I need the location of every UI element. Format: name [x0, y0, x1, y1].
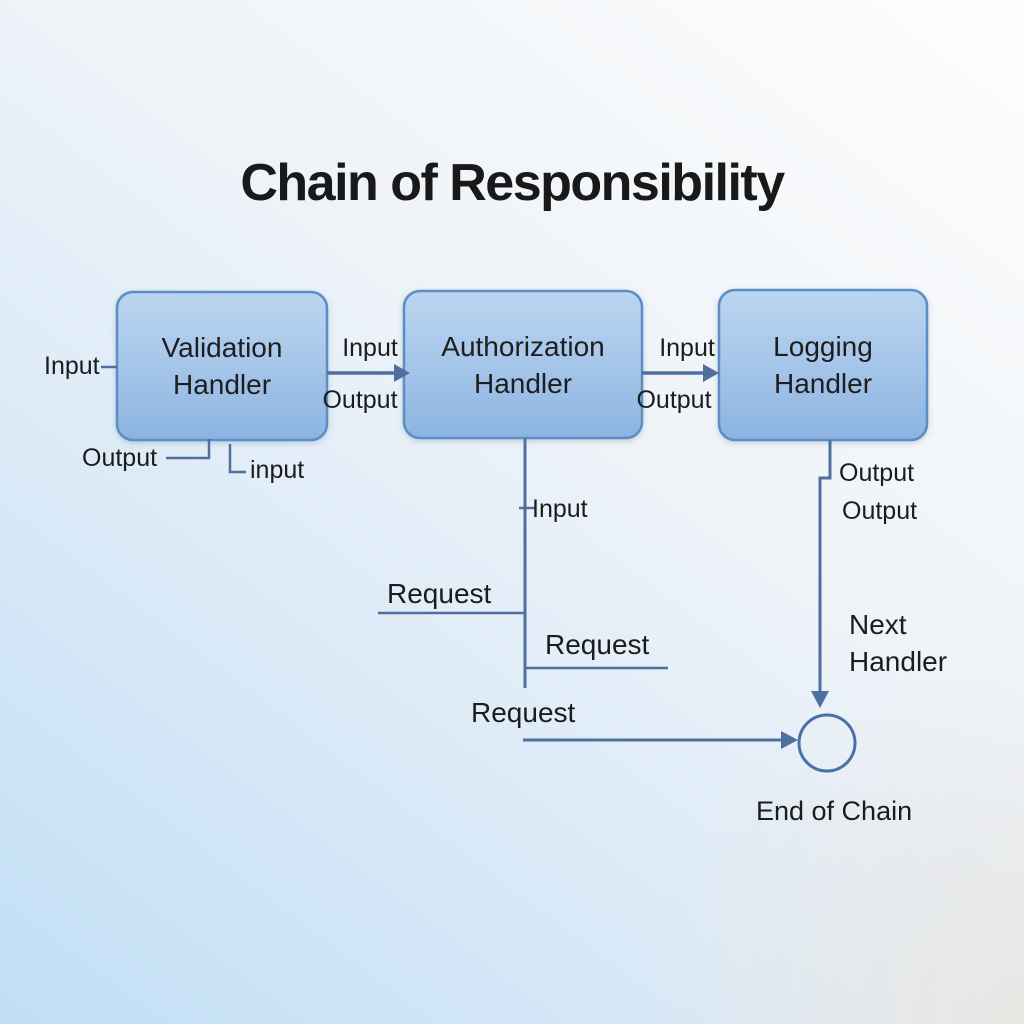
next-handler-line2: Handler — [849, 646, 948, 677]
request-left-label: Request — [387, 578, 492, 609]
end-of-chain-terminator — [797, 713, 857, 773]
left-input-label: Input — [44, 352, 100, 380]
page-title: Chain of Responsibility — [240, 154, 785, 212]
authorization-line-input-label: Input — [532, 495, 588, 523]
validation-below-input-label: input — [250, 456, 305, 484]
validation-handler-label: Validation Handler — [117, 292, 327, 440]
arrow-validation-to-authorization — [327, 364, 410, 382]
arrow-logging-to-end — [811, 440, 832, 708]
validation-handler-line1: Validation — [161, 332, 283, 363]
arrowhead-right-icon — [394, 364, 410, 382]
request-middle-label: Request — [545, 629, 650, 660]
next-handler-label: Next Handler — [849, 606, 947, 680]
arrow2-input-label: Input — [659, 334, 715, 362]
request-bottom-label: Request — [471, 697, 576, 728]
authorization-handler-line1: Authorization — [441, 330, 605, 362]
authorization-handler-label: Authorization Handler — [404, 291, 642, 438]
logging-handler-box — [717, 288, 929, 442]
arrowhead-right-icon — [703, 364, 719, 382]
next-handler-line1: Next — [849, 609, 907, 640]
end-of-chain-label: End of Chain — [756, 796, 913, 826]
validation-handler-line2: Handler — [172, 369, 272, 400]
arrow1-output-label: Output — [322, 386, 398, 414]
arrow2-output-label: Output — [636, 386, 712, 414]
arrowhead-down-icon — [811, 691, 829, 708]
arrow-authorization-to-logging — [642, 364, 719, 382]
authorization-handler-line2: Handler — [473, 367, 573, 399]
arrowhead-right-icon — [781, 731, 798, 749]
validation-output-connector — [166, 439, 211, 460]
logging-handler-line1: Logging — [773, 331, 873, 362]
validation-input-l-connector — [228, 444, 246, 474]
logging-handler-label: Logging Handler — [719, 290, 927, 440]
authorization-handler-box — [402, 289, 644, 440]
logging-output-upper-label: Output — [839, 459, 915, 487]
logging-output-lower-label: Output — [842, 497, 918, 525]
arrow1-input-label: Input — [342, 334, 398, 362]
validation-below-output-label: Output — [82, 444, 158, 472]
logging-handler-line2: Handler — [773, 368, 873, 399]
arrow-request-to-end — [523, 731, 798, 749]
